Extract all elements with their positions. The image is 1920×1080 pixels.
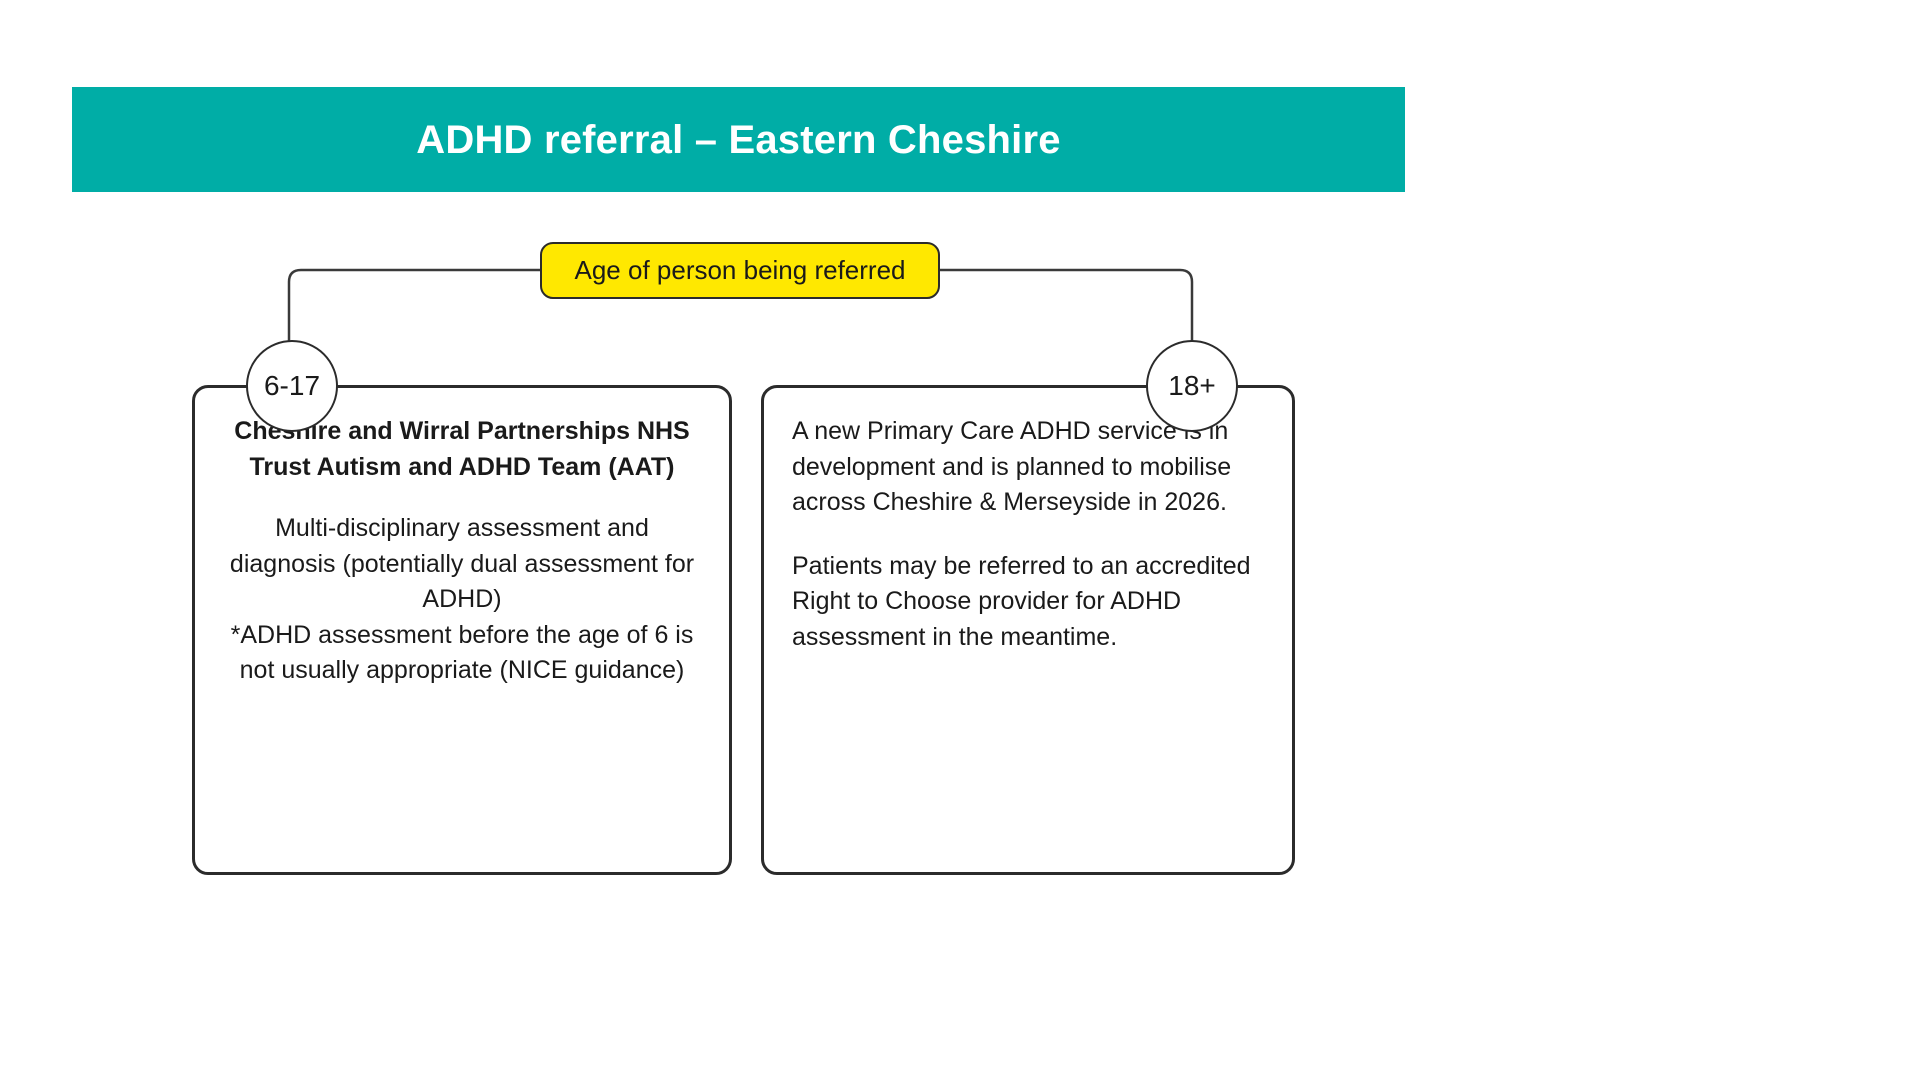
connector-right <box>940 268 1194 346</box>
outcome-box-adult-body-1: A new Primary Care ADHD service is in de… <box>792 417 1232 516</box>
branch-circle-18-plus-label: 18+ <box>1168 370 1216 401</box>
paragraph-spacer <box>792 521 1264 549</box>
decision-node-label: Age of person being referred <box>574 255 906 285</box>
connector-left <box>287 268 540 346</box>
outcome-box-child[interactable]: Cheshire and Wirral Partnerships NHS Tru… <box>192 385 732 875</box>
page-title: ADHD referral – Eastern Cheshire <box>416 117 1061 162</box>
branch-circle-6-17-label: 6-17 <box>263 370 321 401</box>
branch-circle-6-17[interactable]: 6-17 <box>246 340 338 432</box>
branch-circle-18-plus[interactable]: 18+ <box>1146 340 1238 432</box>
outcome-box-adult-body-2: Patients may be referred to an accredite… <box>792 551 1251 651</box>
outcome-box-adult[interactable]: A new Primary Care ADHD service is in de… <box>761 385 1295 875</box>
title-banner: ADHD referral – Eastern Cheshire <box>72 87 1405 192</box>
decision-node[interactable]: Age of person being referred <box>540 242 940 299</box>
outcome-box-child-body: Multi-disciplinary assessment and diagno… <box>229 514 695 684</box>
